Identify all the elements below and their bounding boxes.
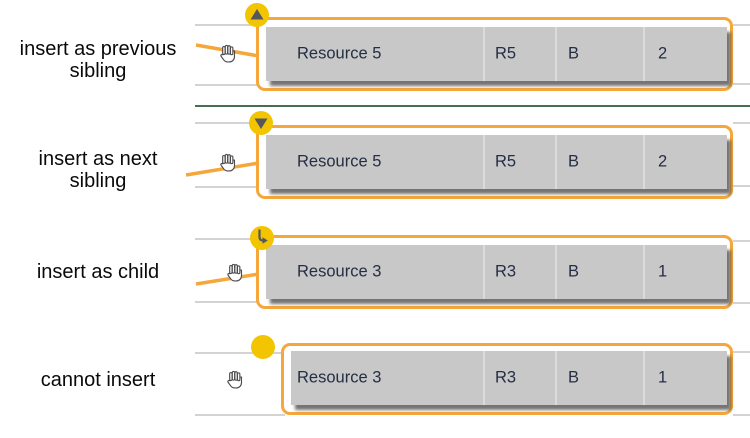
- grid-line: [195, 122, 253, 124]
- row-cell-type: B: [568, 44, 580, 63]
- cell-divider: [643, 27, 645, 81]
- cell-divider: [643, 245, 645, 299]
- cell-divider: [483, 245, 485, 299]
- grid-line: [195, 352, 285, 354]
- grid-line: [195, 414, 285, 416]
- cell-divider: [555, 27, 557, 81]
- annotation-insert-next-sibling: insert as next sibling: [0, 148, 196, 192]
- annotation-line: sibling: [69, 170, 127, 192]
- grab-hand-icon: [227, 370, 243, 389]
- grid-line: [733, 302, 750, 304]
- grid-line: [733, 185, 750, 187]
- row-cell-type: B: [568, 262, 580, 281]
- annotation-cannot-insert: cannot insert: [0, 369, 196, 391]
- grid-line: [733, 240, 750, 242]
- table-row[interactable]: Resource 5 R5 B 2: [266, 135, 727, 189]
- row-cell-code: R3: [495, 368, 517, 387]
- grid-line: [195, 186, 259, 188]
- row-cell-code: R5: [495, 44, 517, 63]
- cell-divider: [483, 135, 485, 189]
- cannot-insert-icon: [251, 335, 275, 359]
- row-cell-count: 1: [658, 262, 668, 281]
- row-cell-type: B: [568, 152, 580, 171]
- grid-line: [733, 414, 750, 416]
- table-row[interactable]: Resource 3 R3 B 1: [266, 245, 727, 299]
- cell-divider: [483, 351, 485, 405]
- annotation-insert-child: insert as child: [0, 261, 196, 283]
- section-separator-line: [195, 105, 750, 107]
- grid-line: [733, 24, 750, 26]
- grab-hand-icon: [220, 153, 236, 172]
- row-cell-name: Resource 5: [297, 44, 382, 63]
- annotation-line: cannot insert: [40, 369, 156, 391]
- insert-next-sibling-icon: [249, 111, 273, 135]
- annotation-insert-previous-sibling: insert as previous sibling: [0, 38, 196, 82]
- cell-divider: [483, 27, 485, 81]
- cell-divider: [555, 245, 557, 299]
- annotation-line: insert as child: [36, 261, 160, 283]
- table-row[interactable]: Resource 5 R5 B 2: [266, 27, 727, 81]
- grid-line: [733, 83, 750, 85]
- cell-divider: [555, 351, 557, 405]
- grid-line: [195, 84, 259, 86]
- row-cell-code: R3: [495, 262, 517, 281]
- grab-hand-icon: [227, 263, 243, 282]
- grid-line: [195, 301, 259, 303]
- row-cell-name: Resource 5: [297, 152, 382, 171]
- row-cell-code: R5: [495, 152, 517, 171]
- table-row[interactable]: Resource 3 R3 B 1: [291, 351, 727, 405]
- cell-divider: [643, 351, 645, 405]
- grid-line: [733, 122, 750, 124]
- annotation-line: insert as next: [38, 148, 158, 170]
- row-cell-name: Resource 3: [297, 368, 382, 387]
- row-cell-type: B: [568, 368, 580, 387]
- cell-divider: [643, 135, 645, 189]
- row-cell-count: 2: [658, 44, 668, 63]
- row-cell-count: 2: [658, 152, 668, 171]
- grid-line: [733, 351, 750, 353]
- insert-child-icon: [250, 226, 274, 250]
- row-cell-name: Resource 3: [297, 262, 382, 281]
- insert-previous-sibling-icon: [245, 3, 269, 27]
- cell-divider: [555, 135, 557, 189]
- annotation-line: insert as previous: [19, 38, 177, 60]
- grid-line: [195, 24, 251, 26]
- grid-line: [195, 238, 253, 240]
- annotation-line: sibling: [69, 60, 127, 82]
- row-cell-count: 1: [658, 368, 668, 387]
- grab-hand-icon: [220, 44, 236, 63]
